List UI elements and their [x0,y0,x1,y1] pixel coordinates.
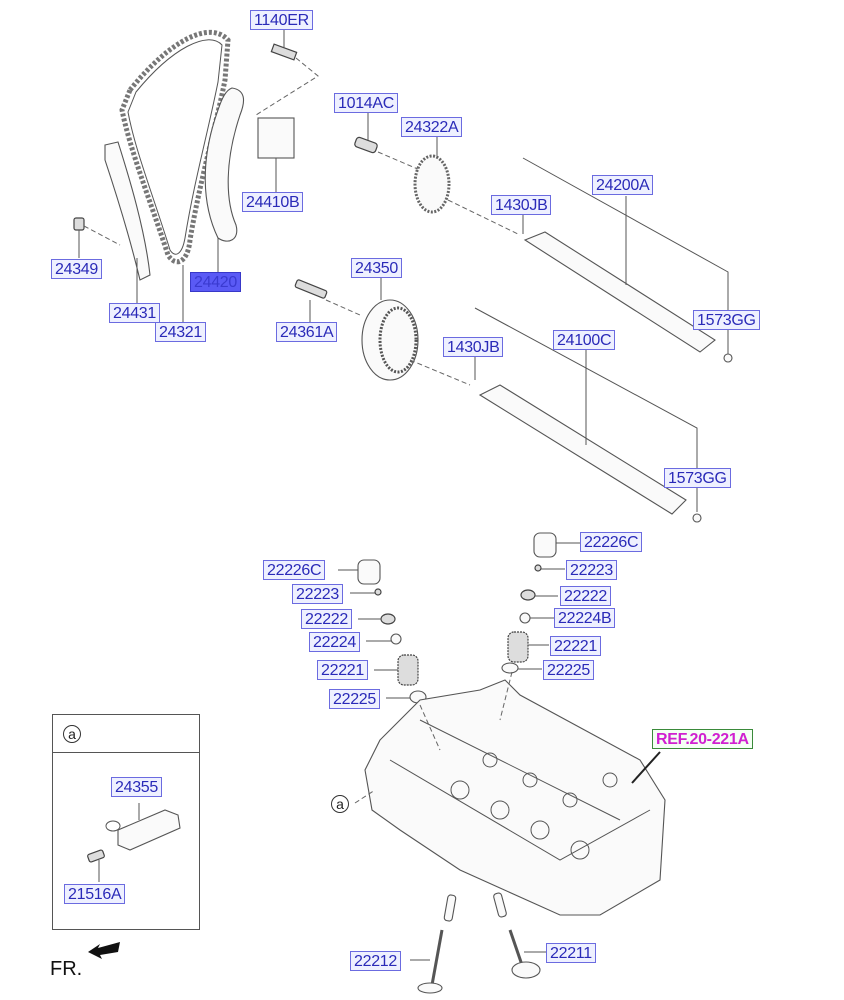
valve-guide-right-drawing [493,892,507,918]
part-label-24420-selected[interactable]: 24420 [190,272,241,292]
part-label-24350[interactable]: 24350 [351,258,402,278]
spring-right-drawing [507,631,529,663]
bolt-24361a-drawing [294,279,328,299]
part-label-24410b[interactable]: 24410B [242,192,304,212]
part-label-22212[interactable]: 22212 [350,951,401,971]
sprocket-drawing [413,154,451,214]
timing-chain-drawing [119,29,231,265]
ocv-bolt-drawing [87,849,105,863]
part-label-22222-left[interactable]: 22222 [301,609,352,629]
callout-marker-a[interactable]: a [331,795,349,813]
part-label-24100c[interactable]: 24100C [553,330,616,350]
part-label-22221-right[interactable]: 22221 [550,636,601,656]
part-label-21516a[interactable]: 21516A [64,884,126,904]
part-label-22223-right[interactable]: 22223 [566,560,617,580]
part-label-24322a[interactable]: 24322A [401,117,463,137]
inset-header: a [53,715,199,753]
bolt-1140er-drawing [270,43,298,61]
part-label-1140er[interactable]: 1140ER [250,10,313,30]
bolt-24349-drawing [73,217,85,231]
front-indicator-label: FR. [50,958,83,980]
tensioner-arm-drawing [204,87,245,242]
ocv-drawing [117,809,181,851]
part-label-24431[interactable]: 24431 [109,303,160,323]
front-arrow-icon [88,942,120,959]
part-label-24355[interactable]: 24355 [111,777,162,797]
inset-marker-a: a [63,725,81,743]
part-label-22226c-right[interactable]: 22226C [580,532,643,552]
tappet-right-drawing [533,532,557,558]
spring-left-drawing [397,654,419,686]
ref-label-cylinder-head[interactable]: REF.20-221A [652,729,753,749]
part-label-22226c-left[interactable]: 22226C [263,560,326,580]
part-label-22222-right[interactable]: 22222 [560,586,611,606]
part-label-22224b-right[interactable]: 22224B [554,608,616,628]
part-label-24200a[interactable]: 24200A [592,175,654,195]
part-label-1430jb-lower[interactable]: 1430JB [443,337,504,357]
part-label-1573gg-lower[interactable]: 1573GG [664,468,731,488]
part-label-1014ac[interactable]: 1014AC [334,93,399,113]
part-label-22225-left[interactable]: 22225 [329,689,380,709]
valve-guide-left-drawing [443,894,457,922]
part-label-24321[interactable]: 24321 [155,322,206,342]
detail-inset-a: a [52,714,200,930]
part-label-22225-right[interactable]: 22225 [543,660,594,680]
cylinder-head-drawing [364,679,666,916]
part-label-22221-left[interactable]: 22221 [317,660,368,680]
valve-intake-drawing [511,961,541,979]
tappet-left-drawing [357,559,381,585]
part-label-24361a[interactable]: 24361A [276,322,338,342]
tensioner-drawing [257,117,295,159]
part-label-22211[interactable]: 22211 [546,943,596,963]
valve-exhaust-drawing [417,982,443,994]
chain-guide-drawing [104,141,151,281]
part-label-22223-left[interactable]: 22223 [292,584,343,604]
camshaft-exhaust-drawing [523,231,716,353]
part-label-22224-left[interactable]: 22224 [309,632,360,652]
cvvt-drawing [361,299,419,381]
part-label-24349[interactable]: 24349 [51,259,102,279]
part-label-1573gg-upper[interactable]: 1573GG [693,310,760,330]
part-label-1430jb-upper[interactable]: 1430JB [491,195,552,215]
bolt-1014ac-drawing [354,136,378,154]
camshaft-intake-drawing [478,384,687,515]
